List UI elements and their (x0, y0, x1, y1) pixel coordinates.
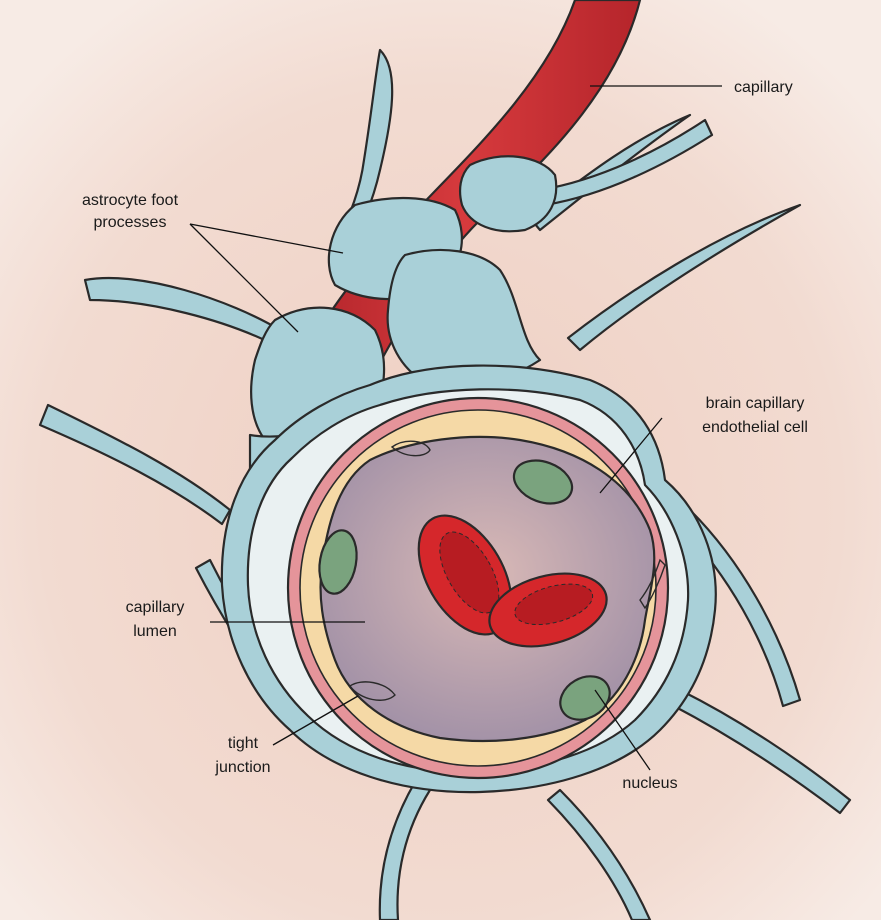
label-lumen-line1: capillary (126, 599, 185, 616)
label-endothelial-line1: brain capillary (706, 395, 805, 412)
label-astrocyte-line2: processes (94, 214, 167, 231)
label-lumen-line2: lumen (133, 623, 177, 640)
label-nucleus: nucleus (622, 775, 677, 792)
label-endothelial-line2: endothelial cell (702, 419, 808, 436)
label-tight-line1: tight (228, 735, 259, 752)
label-capillary: capillary (734, 79, 793, 96)
label-astrocyte-line1: astrocyte foot (82, 192, 179, 209)
label-tight-line2: junction (214, 759, 270, 776)
